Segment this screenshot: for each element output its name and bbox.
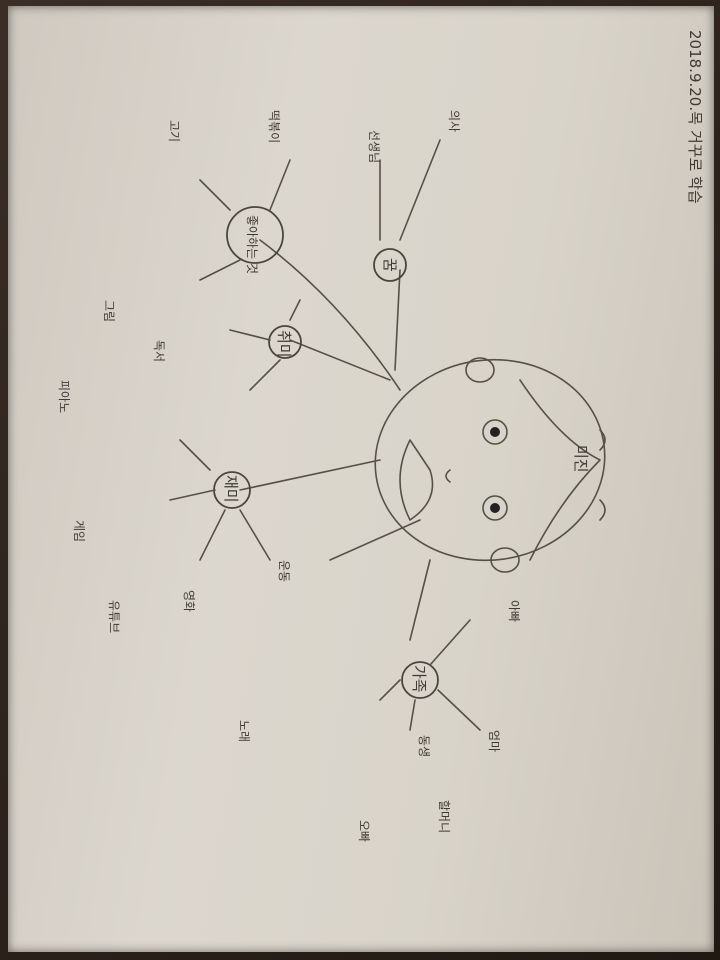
center-label: 미진	[572, 445, 590, 473]
hobby-children: 그림 독서 피아노	[57, 299, 301, 413]
family-children: 아빠 엄마 동생 오빠 할머니	[357, 600, 521, 842]
fun-children: 게임 유튜브 영화 운동 노래	[72, 439, 291, 742]
dream-children: 선생님 의사	[367, 110, 461, 241]
svg-text:피아노: 피아노	[57, 380, 71, 413]
svg-text:영화: 영화	[182, 590, 196, 612]
svg-text:독서: 독서	[152, 340, 166, 362]
header-title: 거꾸로 학습	[686, 130, 704, 204]
svg-text:게임: 게임	[72, 520, 86, 542]
node-fun-label: 재미	[222, 475, 240, 503]
node-hobby-circle	[268, 325, 302, 359]
node-dream-label: 꿈	[381, 258, 399, 272]
svg-text:떡볶이: 떡볶이	[267, 110, 281, 143]
svg-text:그림: 그림	[102, 300, 116, 322]
node-hobby-label: 취미	[275, 330, 293, 358]
node-family-label: 가족	[410, 665, 428, 693]
svg-text:유튜브: 유튜브	[107, 600, 121, 633]
like-children: 고기 떡볶이	[167, 110, 291, 281]
node-like-circle	[226, 206, 284, 264]
svg-text:엄마: 엄마	[487, 730, 501, 752]
svg-text:동생: 동생	[417, 735, 431, 757]
svg-text:오빠: 오빠	[357, 820, 371, 842]
svg-text:아빠: 아빠	[507, 600, 521, 622]
svg-text:선생님: 선생님	[367, 130, 381, 163]
header-date: 2018.9.20.목	[686, 30, 704, 125]
paper-sheet	[8, 6, 714, 952]
svg-text:고기: 고기	[167, 120, 181, 142]
face-drawing	[374, 357, 606, 573]
branch-lines	[239, 239, 431, 641]
svg-text:의사: 의사	[447, 110, 461, 132]
node-family-circle	[401, 661, 439, 699]
svg-text:운동: 운동	[277, 560, 291, 582]
svg-text:노래: 노래	[237, 720, 251, 742]
node-like-label: 좋아하는 것	[245, 215, 259, 274]
svg-text:할머니: 할머니	[437, 800, 451, 833]
node-dream-circle	[373, 248, 407, 282]
